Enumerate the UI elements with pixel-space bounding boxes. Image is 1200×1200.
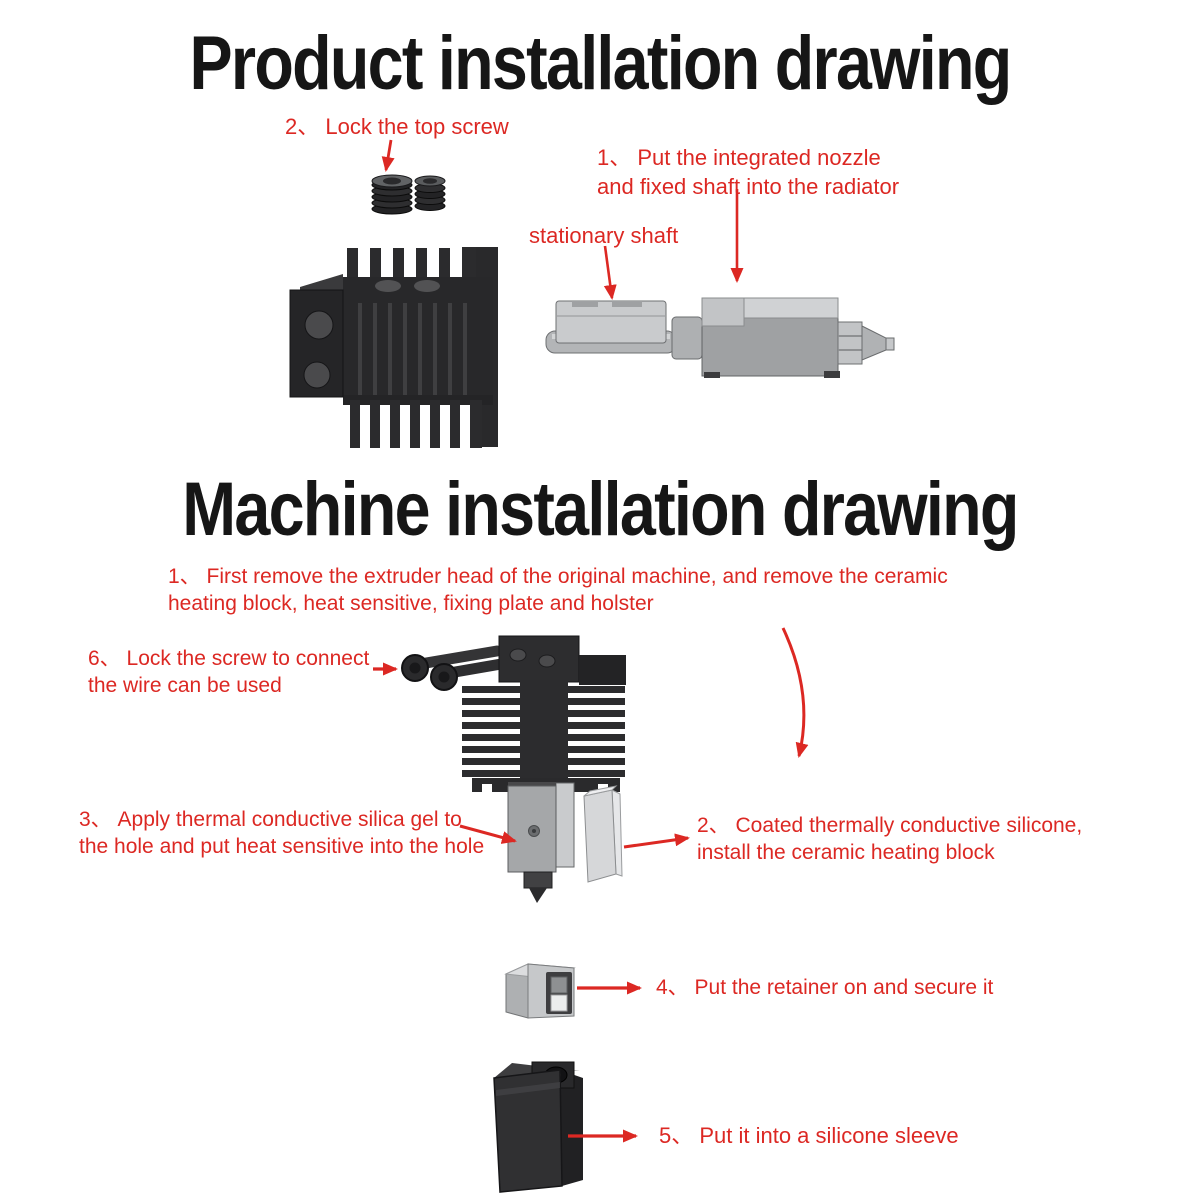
stationary-shaft-part [555,300,667,344]
nozzle-assembly-part [545,297,895,378]
set-screws-part [371,174,446,215]
annotation-line: 1、 Put the integrated nozzle [597,145,881,170]
annotation-machine-step2: 2、 Coated thermally conductive silicone,… [697,812,1082,866]
machine-heater-block-part [507,782,575,903]
annotation-line: 5、 Put it into a silicone sleeve [659,1123,959,1148]
product-title-text: Product installation drawing [189,21,1013,106]
curved-flow-arrow-icon [781,627,809,758]
annotation-line: the hole and put heat sensitive into the… [79,835,485,858]
nozzle-block-part [701,297,840,378]
annotation-line: 6、 Lock the screw to connect [88,647,370,670]
set-screw-left [371,174,413,215]
annotation-line: and fixed shaft into the radiator [597,174,900,199]
annotation-line: 1、 First remove the extruder head of the… [168,565,948,588]
silicone-sleeve-part [493,1061,583,1193]
annotation-machine-step5: 5、 Put it into a silicone sleeve [659,1121,959,1150]
annotation-line: 4、 Put the retainer on and secure it [656,976,994,999]
top-screw-arrow-icon [381,139,395,172]
annotation-machine-step3: 3、 Apply thermal conductive silica gel t… [79,806,484,860]
step2-arrow-icon [623,833,690,849]
annotation-line: 3、 Apply thermal conductive silica gel t… [79,808,462,831]
annotation-line: install the ceramic heating block [697,841,995,864]
machine-section-title: Machine installation drawing [90,470,1110,550]
annotation-line: the wire can be used [88,674,282,697]
annotation-line: 2、 Coated thermally conductive silicone, [697,814,1083,837]
annotation-line: 2、 Lock the top screw [285,114,509,139]
set-screw-right [414,175,446,211]
annotation-put-nozzle: 1、 Put the integrated nozzle and fixed s… [597,143,899,201]
annotation-machine-step4: 4、 Put the retainer on and secure it [656,974,993,1001]
pointer-arrows [373,139,809,1143]
radiator-part [289,247,498,448]
radiator-fin-grooves [358,303,467,396]
machine-heatsink-part [462,635,626,792]
step3-arrow-icon [459,824,517,844]
ceramic-slab-part [583,785,623,883]
retainer-part [504,963,576,1019]
product-section-title: Product installation drawing [90,24,1110,104]
stationary-shaft-arrow-icon [603,245,617,300]
machine-heatsink-fins [462,680,625,780]
nozzle-tip [837,321,895,365]
annotation-lock-top-screw: 2、 Lock the top screw [285,112,509,141]
annotation-line: stationary shaft [529,223,679,248]
machine-screws-part [401,645,513,691]
annotation-machine-step6: 6、 Lock the screw to connect the wire ca… [88,645,369,699]
annotation-machine-step1: 1、 First remove the extruder head of the… [168,563,948,617]
machine-title-text: Machine installation drawing [182,467,1019,552]
annotation-line: heating block, heat sensitive, fixing pl… [168,592,654,615]
annotation-stationary-shaft: stationary shaft [529,221,678,250]
